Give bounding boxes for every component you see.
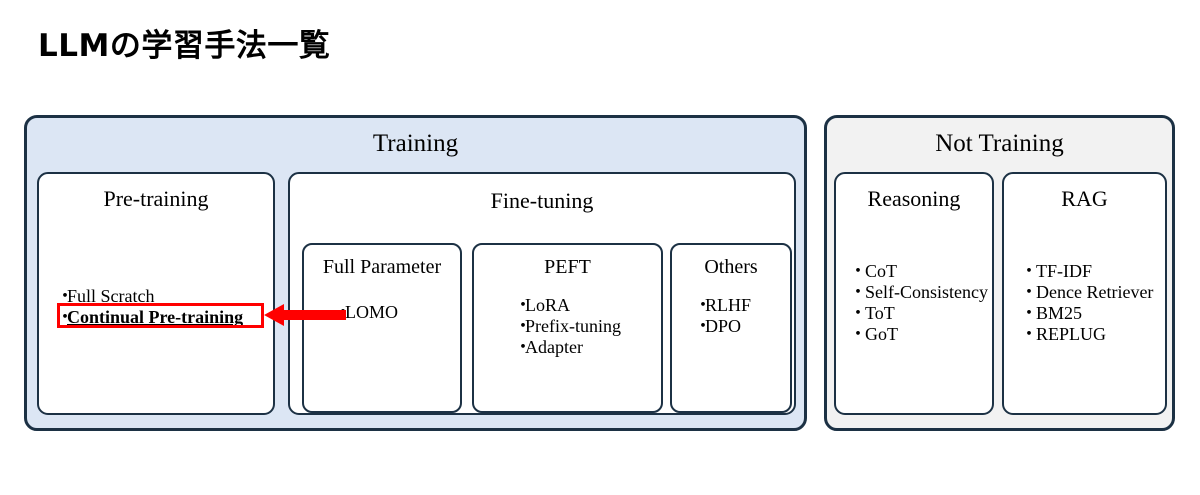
bullet-dot-icon: ・ xyxy=(514,295,532,315)
box-fine-tuning: Fine-tuning Full Parameter ・LOMO PEFT ・L… xyxy=(288,172,796,415)
box-others: Others ・RLHF ・DPO xyxy=(670,243,792,413)
box-fine-tuning-title: Fine-tuning xyxy=(490,188,594,213)
bullet-dot-icon: ・ xyxy=(694,295,712,315)
list-item-label: CoT xyxy=(865,261,898,281)
box-rag-title: RAG xyxy=(1061,186,1108,211)
box-reasoning: Reasoning ・CoT ・Self-Consistency ・ToT ・G… xyxy=(834,172,994,415)
bullet-dot-icon: ・ xyxy=(1020,261,1038,281)
pre-training-item-list: ・Full Scratch ・Continual Pre-training xyxy=(56,286,243,328)
bullet-dot-icon: ・ xyxy=(694,316,712,336)
box-peft: PEFT ・LoRA ・Prefix-tuning ・Adapter xyxy=(472,243,663,413)
list-item: ・Full Scratch xyxy=(56,286,243,307)
others-item-list: ・RLHF ・DPO xyxy=(694,295,751,337)
bullet-dot-icon: ・ xyxy=(849,282,867,302)
list-item: ・TF-IDF xyxy=(1020,261,1153,282)
box-full-parameter-title: Full Parameter xyxy=(322,256,442,278)
list-item-label: RLHF xyxy=(705,295,752,315)
bullet-dot-icon: ・ xyxy=(1020,282,1038,302)
list-item-label: REPLUG xyxy=(1036,324,1107,344)
list-item-label: LoRA xyxy=(525,295,570,315)
list-item: ・GoT xyxy=(849,324,988,345)
list-item-label: Dence Retriever xyxy=(1036,282,1154,302)
rag-item-list: ・TF-IDF ・Dence Retriever ・BM25 ・REPLUG xyxy=(1020,261,1153,345)
list-item: ・Self-Consistency xyxy=(849,282,988,303)
list-item: ・RLHF xyxy=(694,295,751,316)
list-item-label: BM25 xyxy=(1036,303,1083,323)
list-item: ・REPLUG xyxy=(1020,324,1153,345)
box-pre-training: Pre-training ・Full Scratch ・Continual Pr… xyxy=(37,172,275,415)
bullet-dot-icon: ・ xyxy=(514,316,532,336)
list-item-label: ToT xyxy=(865,303,895,323)
list-item: ・ToT xyxy=(849,303,988,324)
list-item: ・CoT xyxy=(849,261,988,282)
callout-arrow-icon xyxy=(264,304,346,326)
box-peft-title: PEFT xyxy=(544,256,591,278)
list-item-highlighted: ・Continual Pre-training xyxy=(56,307,243,328)
list-item: ・BM25 xyxy=(1020,303,1153,324)
bullet-dot-icon: ・ xyxy=(1020,303,1038,323)
list-item-label: Self-Consistency xyxy=(865,282,988,302)
box-rag: RAG ・TF-IDF ・Dence Retriever ・BM25 ・REPL… xyxy=(1002,172,1167,415)
reasoning-item-list: ・CoT ・Self-Consistency ・ToT ・GoT xyxy=(849,261,988,345)
list-item-label: GoT xyxy=(865,324,898,344)
bullet-dot-icon: ・ xyxy=(514,337,532,357)
peft-item-list: ・LoRA ・Prefix-tuning ・Adapter xyxy=(514,295,621,358)
list-item: ・Prefix-tuning xyxy=(514,316,621,337)
list-item: ・LoRA xyxy=(514,295,621,316)
bullet-dot-icon: ・ xyxy=(849,324,867,344)
list-item-label: Prefix-tuning xyxy=(525,316,621,336)
box-pre-training-title: Pre-training xyxy=(103,186,209,211)
list-item-label: DPO xyxy=(705,316,742,336)
list-item-label: Adapter xyxy=(525,337,583,357)
box-others-title: Others xyxy=(704,256,758,278)
bullet-dot-icon: ・ xyxy=(1020,324,1038,344)
list-item-label: TF-IDF xyxy=(1036,261,1093,281)
list-item: ・Dence Retriever xyxy=(1020,282,1153,303)
box-reasoning-title: Reasoning xyxy=(867,186,961,211)
list-item-label: Full Scratch xyxy=(67,286,155,306)
list-item: ・Adapter xyxy=(514,337,621,358)
bullet-dot-icon: ・ xyxy=(56,286,74,306)
group-not-training-title: Not Training xyxy=(935,130,1064,157)
box-full-parameter: Full Parameter ・LOMO xyxy=(302,243,462,413)
bullet-dot-icon: ・ xyxy=(56,307,74,327)
list-item-label: LOMO xyxy=(345,302,398,322)
bullet-dot-icon: ・ xyxy=(849,261,867,281)
group-training-title: Training xyxy=(372,130,459,157)
list-item: ・DPO xyxy=(694,316,751,337)
bullet-dot-icon: ・ xyxy=(849,303,867,323)
page-title: LLMの学習手法一覧 xyxy=(38,28,331,64)
list-item-label: Continual Pre-training xyxy=(67,307,244,327)
